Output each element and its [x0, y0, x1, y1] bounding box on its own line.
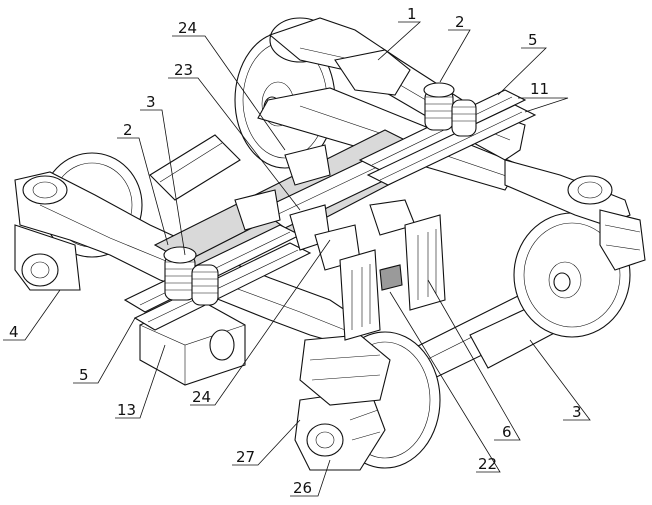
- label-27: 27: [236, 448, 255, 466]
- spring-assembly-right: [358, 82, 537, 186]
- part-labels: 1 2 5 11 24 23 3 2 4 5 13 24 27 26 22 6 …: [9, 5, 582, 497]
- label-2-left: 2: [123, 121, 133, 139]
- label-6: 6: [502, 423, 512, 441]
- label-26: 26: [293, 479, 312, 497]
- label-11: 11: [530, 80, 549, 98]
- label-22: 22: [478, 455, 497, 473]
- label-24-top: 24: [178, 19, 197, 37]
- label-5-right: 5: [528, 31, 538, 49]
- label-4: 4: [9, 323, 19, 341]
- spring-assembly-left: [123, 224, 312, 331]
- axle-sleeve-left: [149, 134, 241, 201]
- brackets: [234, 144, 446, 341]
- spring-coil-right: [423, 82, 477, 137]
- label-2-right: 2: [455, 13, 465, 31]
- spring-coil-left: [163, 246, 219, 306]
- label-24-bottom: 24: [192, 388, 211, 406]
- label-3-left: 3: [146, 93, 156, 111]
- label-5-left: 5: [79, 366, 89, 384]
- axle-box-front: [294, 389, 386, 471]
- label-3-right: 3: [572, 403, 582, 421]
- front-upper-box: [299, 334, 391, 406]
- label-1: 1: [407, 5, 417, 23]
- axle-box-left: [14, 224, 81, 291]
- axle-box-right: [599, 209, 646, 271]
- frame-top-end: [334, 49, 411, 96]
- label-23: 23: [174, 61, 193, 79]
- label-13: 13: [117, 401, 136, 419]
- leader-lines: [3, 21, 591, 497]
